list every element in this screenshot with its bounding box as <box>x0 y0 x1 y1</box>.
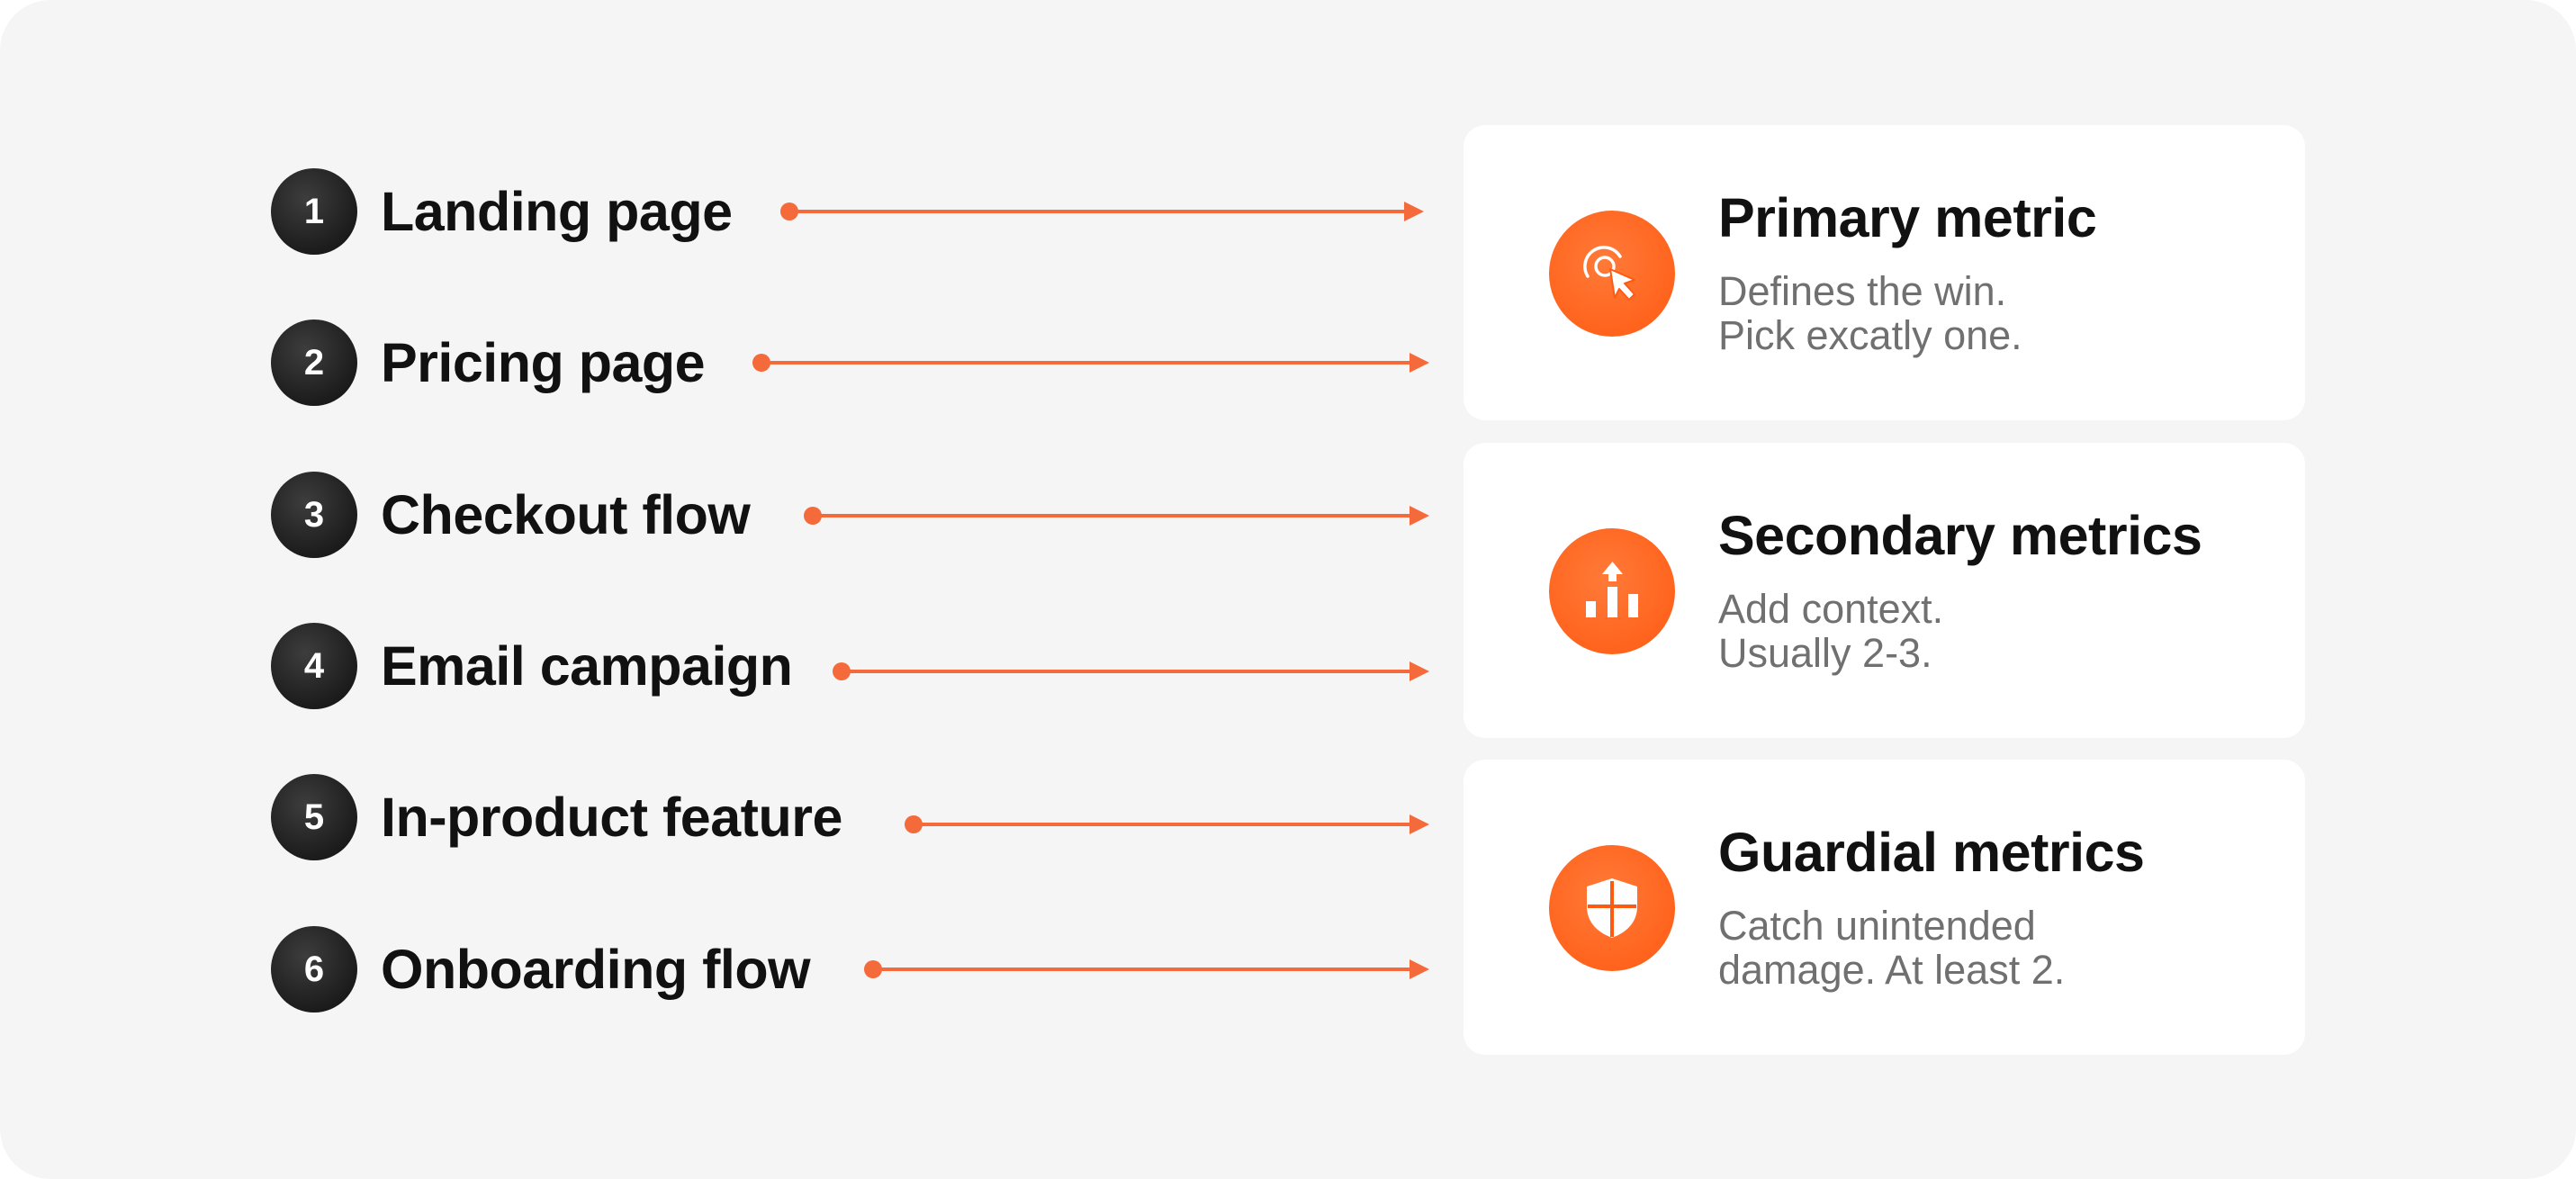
step-label: Email campaign <box>381 635 793 697</box>
step-label: In-product feature <box>381 787 842 848</box>
step-number-badge: 2 <box>271 320 357 406</box>
step-label: Checkout flow <box>381 484 751 545</box>
step-number-badge: 3 <box>271 472 357 558</box>
connector-arrow-4 <box>833 662 1429 681</box>
arrowhead-icon <box>1410 959 1429 979</box>
card-title: Primary metric <box>1718 187 2097 248</box>
step-number-badge: 1 <box>271 168 357 255</box>
cursor-click-icon <box>1549 211 1675 337</box>
card-description: Catch unintended damage. At least 2. <box>1718 904 2065 992</box>
connector-arrow-5 <box>905 814 1429 834</box>
card-description-line: Catch unintended <box>1718 903 2036 949</box>
arrowhead-icon <box>1410 506 1429 526</box>
card-description-line: Pick excatly one. <box>1718 312 2022 358</box>
step-label: Onboarding flow <box>381 939 811 1000</box>
step-number-badge: 6 <box>271 926 357 1012</box>
step-number-badge: 4 <box>271 623 357 709</box>
arrowhead-icon <box>1410 353 1429 373</box>
step-label: Pricing page <box>381 332 706 393</box>
card-guardial-metrics: Guardial metrics Catch unintended damage… <box>1464 760 2305 1055</box>
arrowhead-icon <box>1410 814 1429 834</box>
arrowhead-icon <box>1404 202 1424 221</box>
arrowhead-icon <box>1410 662 1429 681</box>
card-primary-metric: Primary metric Defines the win. Pick exc… <box>1464 125 2305 420</box>
card-title: Guardial metrics <box>1718 822 2145 883</box>
card-description: Add context. Usually 2-3. <box>1718 587 1943 675</box>
shield-icon <box>1549 845 1675 971</box>
connector-arrow-1 <box>780 202 1424 221</box>
step-number-badge: 5 <box>271 774 357 860</box>
card-description-line: damage. At least 2. <box>1718 947 2066 993</box>
connector-arrow-2 <box>752 353 1429 373</box>
card-description-line: Usually 2-3. <box>1718 630 1932 676</box>
card-secondary-metrics: Secondary metrics Add context. Usually 2… <box>1464 443 2305 738</box>
connector-arrow-3 <box>804 506 1429 526</box>
card-description-line: Defines the win. <box>1718 268 2007 314</box>
step-label: Landing page <box>381 181 733 242</box>
card-title: Secondary metrics <box>1718 505 2202 566</box>
bar-chart-up-icon <box>1549 528 1675 654</box>
card-description: Defines the win. Pick excatly one. <box>1718 269 2022 357</box>
connector-arrow-6 <box>864 959 1429 979</box>
card-description-line: Add context. <box>1718 586 1944 632</box>
